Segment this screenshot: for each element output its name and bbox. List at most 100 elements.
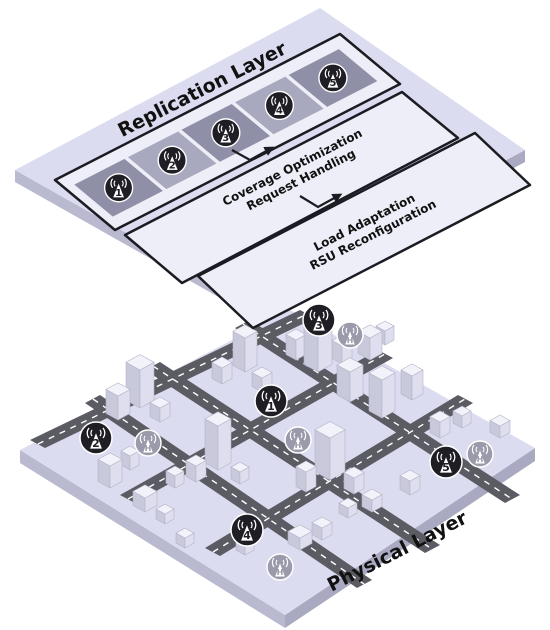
building (165, 465, 185, 489)
replica-badge-5: 5 (318, 63, 348, 93)
building (336, 357, 364, 403)
rsu-marker-4: 4 (230, 513, 264, 547)
building (452, 405, 472, 429)
hap-marker-label: H (145, 444, 152, 453)
building-face (375, 320, 395, 332)
building (287, 524, 313, 551)
building (185, 454, 207, 483)
building-face (165, 465, 185, 477)
building-face (314, 421, 346, 439)
hap-marker-2: H (134, 429, 162, 457)
hap-marker-4: H (466, 440, 494, 468)
replica-label: 4 (276, 105, 283, 116)
function-box-coverage (123, 90, 460, 285)
rsu-marker-label: 5 (442, 461, 450, 474)
building (97, 452, 123, 489)
rsu-marker-2: 2 (79, 421, 113, 455)
building (368, 365, 396, 419)
building (311, 516, 333, 541)
building (120, 445, 140, 471)
building-face (175, 527, 195, 539)
arrow-coverage-to-load (299, 193, 343, 209)
building (232, 324, 258, 373)
building-face (338, 497, 358, 509)
building-face (368, 372, 383, 419)
building-face (343, 466, 365, 479)
rsu-marker-3: 3 (302, 303, 336, 337)
hap-marker-3: H (284, 426, 312, 454)
hap-icon (471, 444, 489, 464)
rsu-icon (436, 451, 456, 473)
building-face (204, 418, 219, 471)
building-face (232, 330, 246, 373)
rsu-marker-1: 1 (254, 384, 288, 418)
building (175, 527, 195, 549)
building-face (368, 365, 396, 381)
hap-marker-1: H (336, 321, 364, 349)
building-face (232, 324, 258, 339)
hap-marker-label: H (295, 441, 302, 450)
rsu-marker-label: 3 (315, 319, 323, 332)
building-face (230, 461, 250, 473)
building (399, 469, 421, 496)
building (132, 484, 158, 513)
building (361, 488, 383, 513)
building (149, 396, 171, 423)
building (211, 356, 233, 385)
rsu-icon (237, 519, 257, 541)
building-face (329, 429, 346, 481)
building (155, 503, 175, 525)
building-face (287, 524, 313, 539)
physical-layer-base-side (20, 450, 285, 628)
road-marking (37, 313, 308, 445)
hap-marker-5: H (266, 553, 294, 581)
rsu-icon (324, 68, 342, 88)
building-face (125, 354, 155, 371)
replica-label: 3 (222, 133, 229, 144)
building (105, 382, 131, 421)
hap-icon (289, 430, 307, 450)
building-face (251, 366, 273, 379)
building-face (489, 414, 511, 427)
replica-label: 5 (329, 78, 336, 89)
hap-icon (341, 325, 359, 345)
building-face (311, 516, 333, 529)
rsu-icon (86, 427, 106, 449)
building-face (211, 356, 233, 369)
rsu-icon (271, 96, 288, 116)
building-face (452, 405, 472, 417)
building-face (217, 418, 232, 471)
rsu-icon (261, 390, 281, 412)
building (343, 466, 365, 495)
building-face (357, 324, 383, 339)
building (400, 363, 424, 401)
rsu-marker-label: 2 (92, 437, 100, 450)
building-face (361, 488, 383, 501)
rsu-icon (217, 123, 234, 143)
replica-label: 1 (115, 188, 122, 199)
hap-marker-label: H (347, 336, 354, 345)
building-face (204, 411, 232, 427)
building (204, 411, 232, 471)
building (338, 497, 358, 519)
building-face (381, 372, 396, 419)
hap-icon (139, 433, 157, 453)
building-face (399, 469, 421, 482)
building (285, 328, 307, 361)
replica-badge-1: 1 (103, 173, 134, 203)
building-face (149, 396, 171, 409)
hap-marker-label: H (477, 455, 484, 464)
building (230, 461, 250, 485)
building-face (295, 460, 317, 473)
building-face (314, 429, 331, 481)
rsu-icon (309, 309, 329, 331)
building (429, 410, 451, 439)
hap-icon (271, 557, 289, 577)
building-face (400, 363, 424, 377)
building-face (336, 357, 364, 373)
rsu-marker-5: 5 (429, 445, 463, 479)
